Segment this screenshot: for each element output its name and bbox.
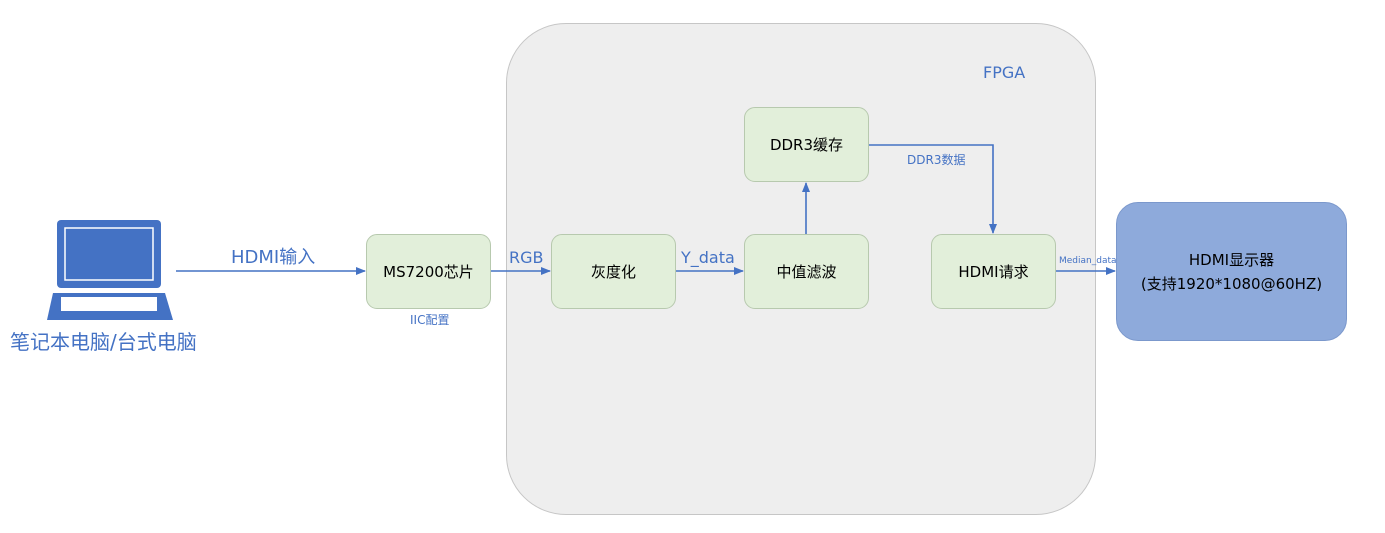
hdmi-display-block: HDMI显示器 (支持1920*1080@60HZ) <box>1116 202 1347 341</box>
ddr3-cache-block: DDR3缓存 <box>744 107 869 182</box>
laptop-label: 笔记本电脑/台式电脑 <box>10 330 197 354</box>
ms7200-chip-block: MS7200芯片 <box>366 234 491 309</box>
rgb-label: RGB <box>509 248 544 267</box>
fpga-label: FPGA <box>983 63 1026 82</box>
y-data-label: Y_data <box>681 248 735 267</box>
median-filter-block: 中值滤波 <box>744 234 869 309</box>
ddr3-data-arrow <box>869 144 997 234</box>
hdmi-input-label: HDMI输入 <box>231 247 316 268</box>
display-title: HDMI显示器 <box>1188 250 1275 269</box>
iic-config-label: IIC配置 <box>410 313 450 327</box>
ddr3-data-label: DDR3数据 <box>907 153 966 167</box>
grayscale-block: 灰度化 <box>551 234 676 309</box>
hdmi-request-block: HDMI请求 <box>931 234 1056 309</box>
laptop-icon <box>47 220 173 320</box>
display-spec: (支持1920*1080@60HZ) <box>1140 274 1323 293</box>
median-data-label: Median_data <box>1059 256 1117 266</box>
